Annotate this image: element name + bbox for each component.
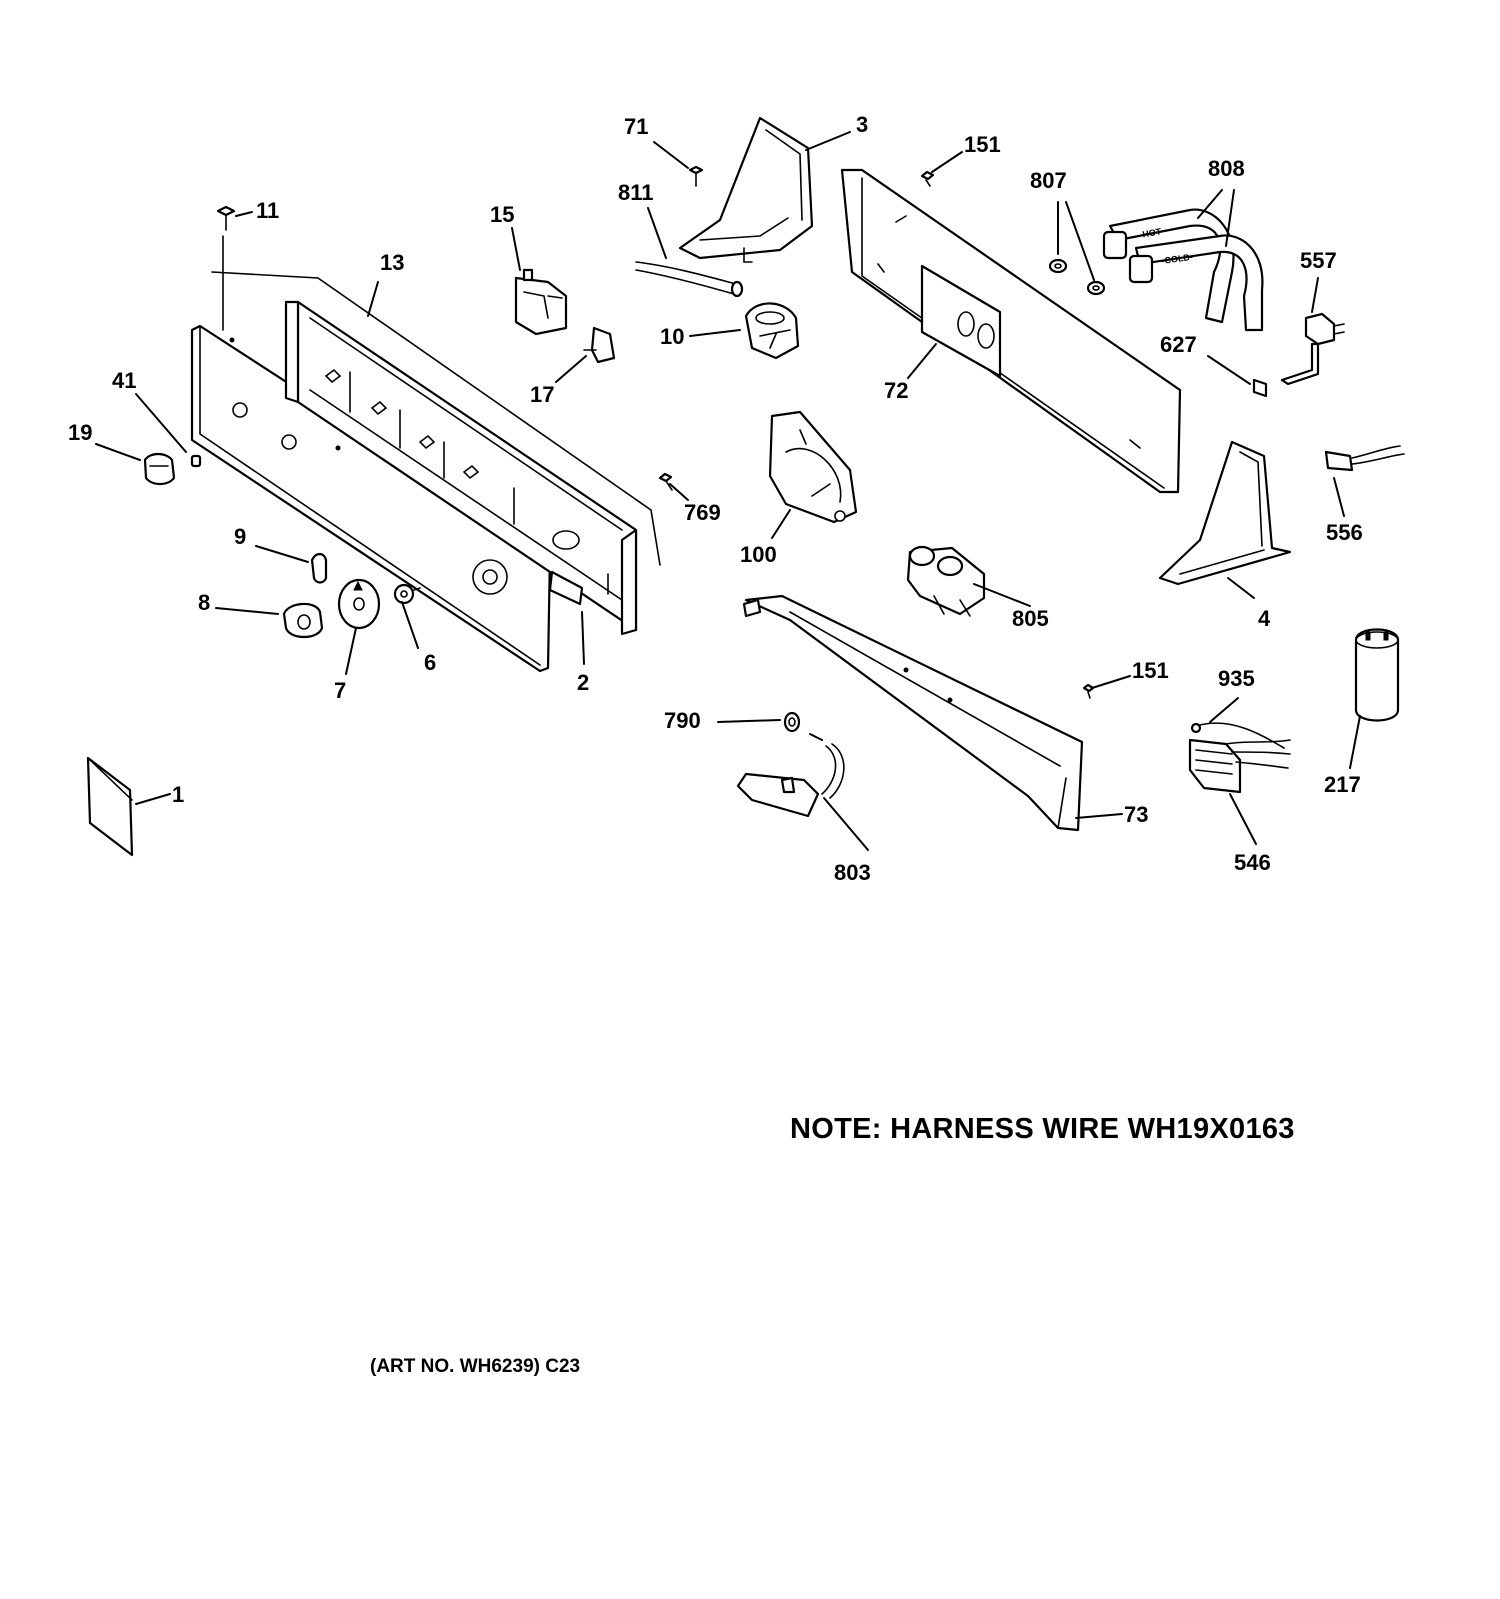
part-7-dial — [337, 578, 381, 630]
part-100-timer — [768, 410, 858, 524]
callout-100: 100 — [740, 542, 777, 567]
part-805-water-valve — [906, 545, 986, 617]
callout-7: 7 — [334, 678, 346, 703]
part-790-clamp — [783, 711, 801, 733]
part-546-harness-plug — [1188, 738, 1291, 794]
part-41-set-screw — [190, 454, 202, 468]
part-217-capacitor — [1354, 628, 1400, 722]
callout-11: 11 — [256, 198, 279, 223]
callout-807: 807 — [1030, 168, 1067, 193]
part-13-panel-backplate — [211, 271, 661, 636]
callout-627: 627 — [1160, 332, 1197, 357]
callout-71: 71 — [624, 114, 648, 139]
part-769-screw — [658, 472, 673, 491]
part-803-dispenser — [736, 743, 845, 818]
callout-790: 790 — [664, 708, 701, 733]
callout-13: 13 — [380, 250, 404, 275]
part-71-screw — [688, 165, 704, 187]
callout-557: 557 — [1300, 248, 1337, 273]
callout-811: 811 — [618, 180, 654, 205]
part-15-switch — [514, 268, 568, 336]
part-10-pressure-switch — [744, 302, 800, 360]
callout-9: 9 — [234, 524, 246, 549]
part-151-screw-upper — [920, 170, 935, 187]
callout-6: 6 — [424, 650, 436, 675]
part-807-washers — [1048, 258, 1106, 296]
callout-808: 808 — [1208, 156, 1245, 181]
callout-73: 73 — [1124, 802, 1148, 827]
part-151-screw-lower — [1082, 683, 1095, 699]
hose-label-hot: -HOT- — [1139, 226, 1165, 240]
callout-546: 546 — [1234, 850, 1271, 875]
part-11-screw — [216, 205, 236, 331]
callout-935: 935 — [1218, 666, 1255, 691]
part-9-clip — [310, 552, 328, 584]
part-73-rail — [742, 594, 1084, 832]
part-808-hoses: -HOT- -COLD- — [1102, 208, 1264, 332]
callout-10: 10 — [660, 324, 684, 349]
callout-72: 72 — [884, 378, 908, 403]
callout-556: 556 — [1326, 520, 1363, 545]
callout-3: 3 — [856, 112, 868, 137]
part-6-bushing — [393, 583, 421, 605]
art-number: (ART NO. WH6239) C23 — [370, 1356, 581, 1377]
callout-769: 769 — [684, 500, 721, 525]
part-2-control-panel — [190, 324, 552, 673]
callout-151-lower: 151 — [1132, 658, 1169, 683]
part-811-tube — [635, 261, 744, 298]
callout-805: 805 — [1012, 606, 1049, 631]
part-19-knob — [143, 452, 176, 486]
hose-label-cold: -COLD- — [1161, 252, 1194, 266]
callout-17: 17 — [530, 382, 554, 407]
part-72-backsplash — [840, 168, 1182, 494]
part-3-endcap — [678, 116, 814, 263]
part-8-knob — [282, 602, 324, 639]
part-4-endcap — [1158, 440, 1292, 586]
callout-8: 8 — [198, 590, 210, 615]
part-1-envelope — [86, 756, 134, 857]
callout-2: 2 — [577, 670, 589, 695]
callout-41: 41 — [112, 368, 136, 393]
part-557-connector — [1280, 312, 1345, 386]
callout-4: 4 — [1258, 606, 1271, 631]
part-627-plug — [1252, 378, 1268, 398]
callout-803: 803 — [834, 860, 871, 885]
part-17-switch — [583, 326, 616, 364]
leader-lines — [95, 131, 1361, 851]
part-556-terminal — [1324, 445, 1405, 472]
harness-wire-note: NOTE: HARNESS WIRE WH19X0163 — [790, 1113, 1295, 1145]
callout-1: 1 — [172, 782, 184, 807]
callout-labels: 1 2 3 4 6 7 8 9 10 11 13 15 17 19 41 71 … — [68, 112, 1363, 885]
callout-151-upper: 151 — [964, 132, 1001, 157]
part-935-ground-wire — [1190, 722, 1285, 749]
callout-15: 15 — [490, 202, 514, 227]
callout-19: 19 — [68, 420, 92, 445]
callout-217: 217 — [1324, 772, 1361, 797]
